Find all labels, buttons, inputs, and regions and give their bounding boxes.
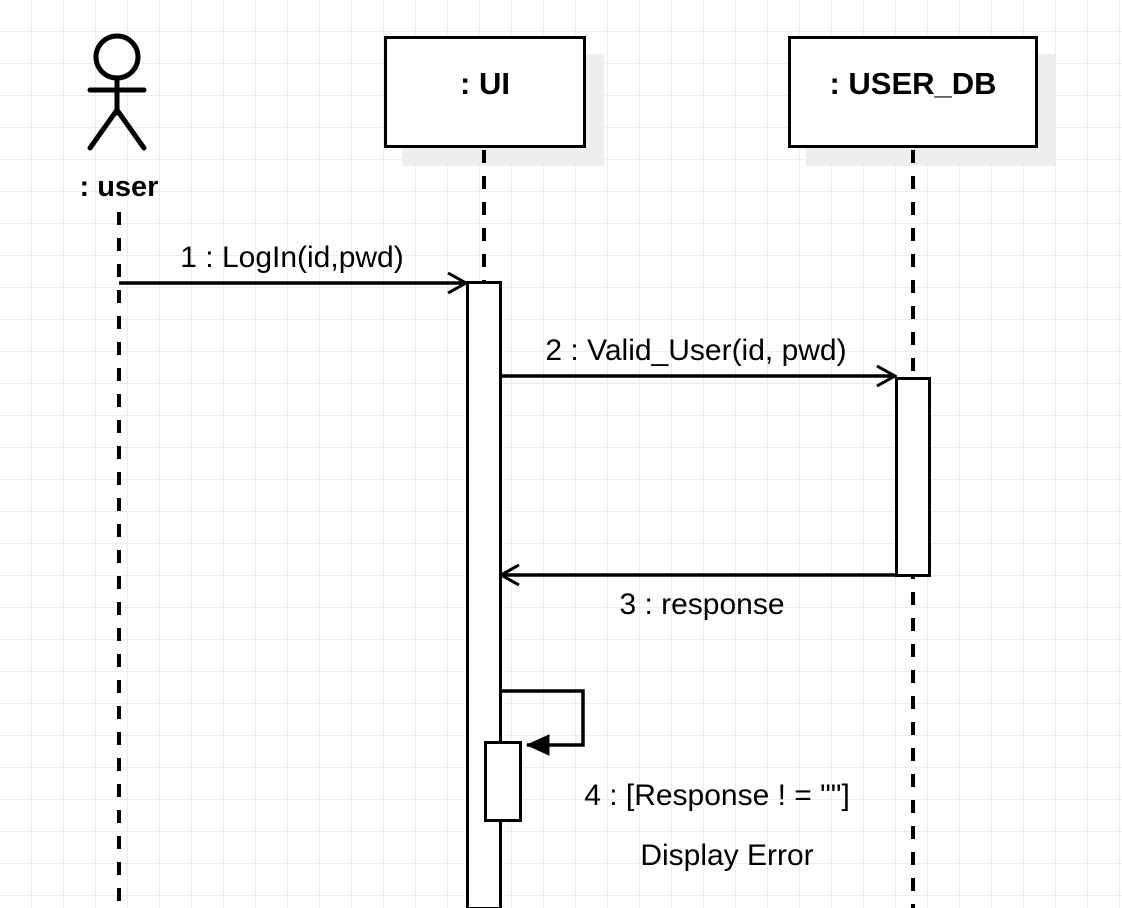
message-4[interactable]: 4 : [Response ! = ""] Display Error [484,689,850,872]
message-2-label: 2 : Valid_User(id, pwd) [545,334,846,367]
participant-label-user: : user [80,171,159,203]
message-4-self-loop [501,689,585,756]
message-2[interactable]: 2 : Valid_User(id, pwd) [501,334,895,376]
actor-leg-right-icon [114,107,147,151]
actor-head-icon [93,33,141,81]
message-4-label-line2: Display Error [640,839,813,872]
message-3[interactable]: 3 : response [501,575,895,621]
message-1-label: 1 : LogIn(id,pwd) [180,241,403,274]
actor-leg-left-icon [87,107,120,151]
message-4-label-line1: 4 : [Response ! = ""] [584,779,850,812]
activation-bar-ui-nested[interactable] [484,741,522,822]
message-1[interactable]: 1 : LogIn(id,pwd) [119,241,466,283]
participant-label-ui: : UI [460,66,510,101]
activation-bar-user-db[interactable] [895,377,931,577]
participant-label-user-db: : USER_DB [829,66,996,101]
message-3-label: 3 : response [619,588,784,621]
actor-user-icon [87,33,147,151]
participant-box-user-db[interactable] [788,36,1038,148]
participant-box-ui[interactable] [384,36,586,148]
